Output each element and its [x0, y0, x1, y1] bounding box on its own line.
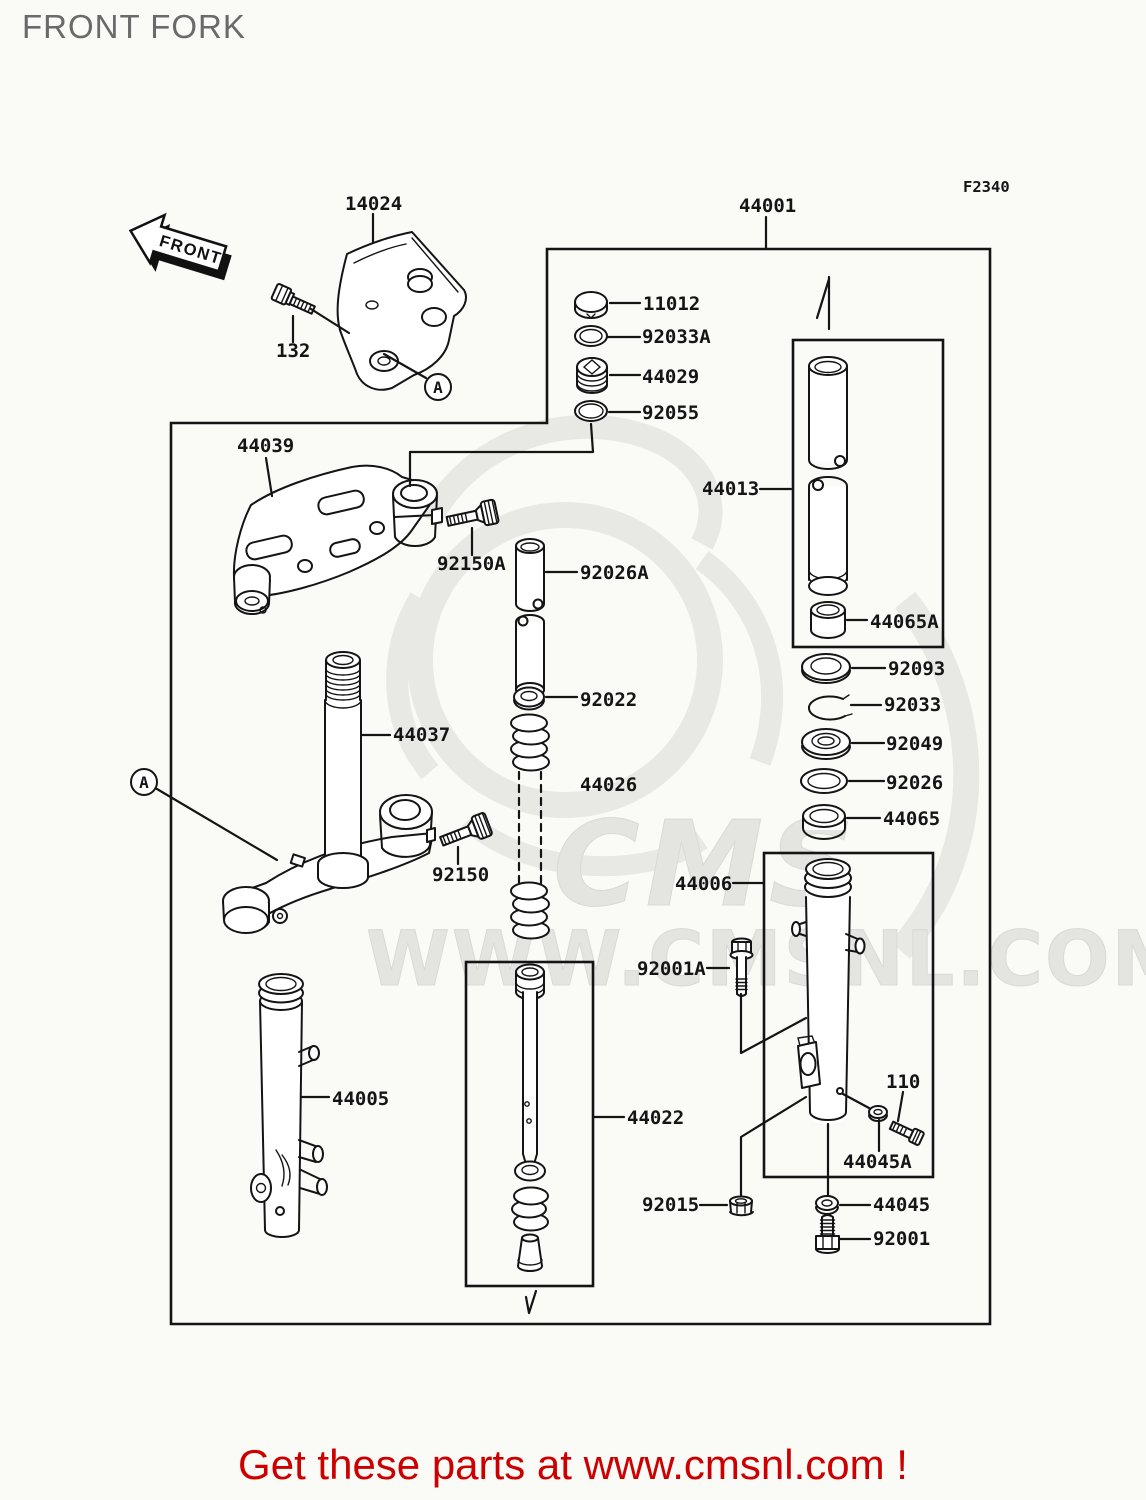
label-92033: 92033	[884, 694, 941, 716]
part-drawing-11012	[574, 291, 608, 319]
part-drawing-44037	[222, 651, 436, 934]
part-drawing-14024	[336, 231, 467, 391]
label-14024: 14024	[345, 193, 402, 215]
part-drawing-92026a	[515, 538, 545, 698]
label-44045a: 44045A	[843, 1151, 912, 1173]
footer-promo-text: Get these parts at www.cmsnl.com !	[238, 1441, 908, 1488]
part-drawing-92049	[801, 728, 851, 760]
part-drawing-44005	[250, 973, 328, 1238]
label-92055: 92055	[642, 402, 699, 424]
part-drawing-92055	[574, 400, 608, 422]
label-44065a: 44065A	[870, 611, 939, 633]
assembly-outline-44001	[169, 247, 992, 1326]
label-11012: 11012	[643, 293, 700, 315]
callout-a-top: A	[424, 373, 452, 401]
label-92150: 92150	[432, 864, 489, 886]
part-drawing-44022	[511, 963, 549, 1272]
part-drawing-44029	[576, 357, 608, 394]
part-drawing-92093	[801, 653, 851, 684]
part-drawing-92033	[807, 694, 853, 721]
assembly-box-44022	[464, 960, 595, 1288]
part-drawing-92001	[815, 1214, 840, 1254]
label-44065: 44065	[883, 808, 940, 830]
label-92049: 92049	[886, 733, 943, 755]
svg-text:A: A	[433, 378, 443, 397]
part-drawing-44039	[232, 464, 443, 615]
label-44005: 44005	[332, 1088, 389, 1110]
part-drawing-92033a	[574, 325, 608, 347]
label-44013: 44013	[702, 478, 759, 500]
label-44029: 44029	[642, 366, 699, 388]
diagram-code: F2340	[963, 178, 1010, 196]
watermark-brand-text: CMS	[553, 795, 860, 933]
part-drawing-44045a	[868, 1105, 888, 1122]
part-drawing-92015	[729, 1195, 754, 1217]
label-44039: 44039	[237, 435, 294, 457]
label-44037: 44037	[393, 724, 450, 746]
cms-watermark: CMS WWW.CMSNL.COM	[366, 414, 1146, 1004]
label-92001: 92001	[873, 1228, 930, 1250]
part-drawing-44013	[808, 356, 848, 596]
label-92093: 92093	[888, 658, 945, 680]
label-92026a: 92026A	[580, 562, 649, 584]
label-92026: 92026	[886, 772, 943, 794]
part-drawing-44026	[510, 713, 550, 940]
svg-text:A: A	[139, 773, 149, 792]
label-92033a: 92033A	[642, 326, 711, 348]
label-132: 132	[276, 340, 310, 362]
part-drawing-92026	[800, 768, 848, 794]
page-title: FRONT FORK	[22, 8, 246, 45]
label-92001a: 92001A	[637, 958, 706, 980]
label-44045: 44045	[873, 1194, 930, 1216]
part-drawing-44006	[791, 858, 866, 1124]
part-drawing-92022	[513, 686, 545, 711]
assembly-box-44006	[762, 851, 935, 1179]
label-92150a: 92150A	[437, 553, 506, 575]
label-44006: 44006	[675, 873, 732, 895]
front-direction-badge: FRONT	[128, 212, 232, 281]
part-drawing-132	[270, 283, 316, 315]
part-drawing-92001a	[729, 937, 754, 997]
assembly-box-44013	[791, 338, 945, 649]
label-92022: 92022	[580, 689, 637, 711]
part-number-labels: F2340 14024 132 44001 11012 92033A 44029…	[237, 178, 1010, 1250]
label-110: 110	[886, 1071, 920, 1093]
part-drawing-44065	[802, 804, 846, 840]
leader-lines	[155, 212, 905, 1315]
label-44001: 44001	[739, 195, 796, 217]
label-44026: 44026	[580, 774, 637, 796]
callout-a-left: A	[130, 768, 158, 796]
label-44022: 44022	[627, 1107, 684, 1129]
part-drawing-110	[888, 1120, 925, 1146]
part-drawing-92150	[436, 811, 494, 854]
part-drawing-44065a	[810, 601, 846, 639]
label-92015: 92015	[642, 1194, 699, 1216]
part-drawing-44045	[815, 1195, 839, 1215]
watermark-url-text: WWW.CMSNL.COM	[366, 914, 1146, 1003]
